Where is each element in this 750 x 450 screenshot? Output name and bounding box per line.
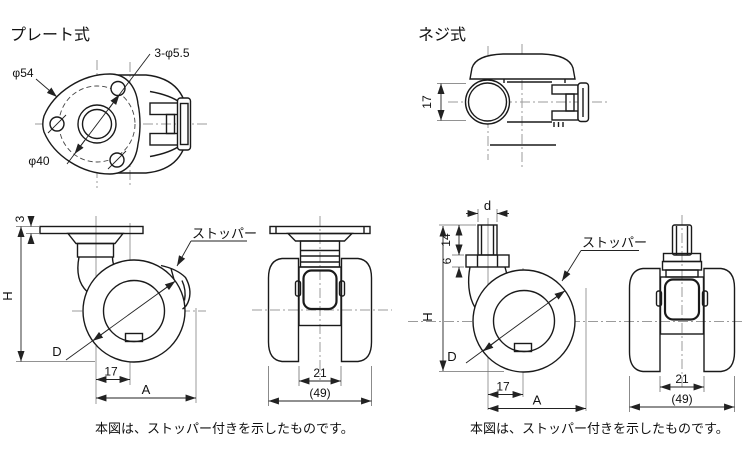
plate-side: [39, 225, 144, 235]
wheel-dia-line: [465, 290, 566, 364]
dim-label-nut-height: 6: [440, 257, 454, 264]
hub-clip-left: [655, 290, 663, 307]
fork-connector: [165, 113, 176, 135]
stopper-leader: [176, 240, 192, 267]
wheel-dome-top: [469, 53, 576, 80]
hub-boss: [302, 269, 338, 311]
dim-label-overall-width: (49): [671, 392, 692, 406]
dim-label-body-height: 17: [420, 95, 434, 109]
stopper-pedal: [160, 264, 191, 310]
wheel-dia-arrow: [92, 328, 110, 342]
wheel-dia-line: [65, 280, 176, 361]
wheel-dia-arrow: [158, 280, 176, 294]
plate-dia-leader: [35, 78, 58, 98]
plate-front-view: 21 (49): [252, 216, 392, 406]
dim-label-thread-length: 14: [439, 233, 453, 247]
dim-label-hub-width: 21: [313, 366, 327, 380]
dim-label-plate-thickness: 3: [13, 215, 27, 222]
fork-leg-right: [504, 266, 508, 273]
screw-note: 本図は、ストッパー付きを示したものです。: [470, 421, 729, 436]
fork-leg-left: [77, 256, 88, 293]
plate-title: プレート式: [10, 26, 90, 44]
stopper-notch: [170, 268, 175, 280]
screw-side-view: d 14 6 H D ストッパー 17 A: [408, 198, 745, 413]
fork-leg-left: [467, 266, 476, 308]
twin-wheel-right: [703, 267, 736, 373]
dim-label-wheel-diameter: D: [447, 349, 456, 364]
dim-label-length: A: [142, 382, 151, 397]
bolt-circle: [58, 85, 136, 163]
wheel-gap-arc-bottom: [149, 144, 182, 158]
dim-label-bolt-circle: φ40: [28, 154, 49, 168]
swivel-neck: [286, 232, 354, 242]
stopper-pedal-inner: [181, 280, 186, 301]
plate-top-view: 3-φ5.5 φ54 φ40: [12, 46, 207, 188]
plate-hole-top: [110, 80, 126, 97]
hole-slash: [107, 150, 127, 170]
swivel-stem: [76, 242, 115, 258]
dim-label-length: A: [533, 393, 542, 408]
twin-wheel-right: [340, 257, 373, 363]
dim-label-wheel-diameter: D: [52, 344, 61, 359]
plate-note: 本図は、ストッパー付きを示したものです。: [95, 421, 354, 436]
dim-label-height: H: [420, 312, 435, 321]
plate-side-view: ストッパー 3 H D 17 A: [0, 215, 257, 404]
dim-label-offset: 17: [496, 380, 510, 394]
wheel-gap-arc-top: [149, 90, 182, 104]
stopper-leader: [561, 250, 582, 282]
arrow-hole: [107, 94, 120, 111]
axle-boss: [513, 342, 533, 353]
stopper-label: ストッパー: [582, 235, 647, 250]
wheel-dia-arrow: [482, 338, 500, 352]
stem-boss-inner: [467, 82, 508, 122]
fork-bar-bottom: [149, 132, 179, 146]
threaded-stem: [671, 224, 693, 256]
fork-connector: [565, 93, 575, 112]
dim-label-hole-spec: 3-φ5.5: [154, 46, 189, 60]
hub-boss: [663, 278, 701, 321]
screw-front-view: 21 (49): [628, 215, 736, 412]
twin-wheel-left: [628, 267, 661, 373]
dim-label-overall-width: (49): [309, 386, 330, 400]
swivel-ring-inner: [81, 108, 113, 140]
fork-bar-bottom: [551, 110, 579, 121]
swivel-neck: [66, 232, 125, 245]
screw-title: ネジ式: [418, 26, 466, 44]
fork-bar-top: [551, 84, 579, 95]
hole-slash: [47, 114, 67, 134]
stopper-label: ストッパー: [192, 226, 257, 241]
arrow-bolt-circle: [74, 139, 86, 155]
dim-label-height: H: [0, 291, 15, 300]
fork-cap-inner: [179, 102, 189, 146]
dim-label-thread-dia: d: [484, 198, 491, 213]
dim-label-hub-width: 21: [675, 372, 689, 386]
axle-boss: [124, 332, 144, 343]
hex-nut: [465, 254, 510, 268]
wheel-dia-arrow: [548, 290, 566, 303]
dim-label-offset: 17: [104, 365, 118, 379]
plate-section: プレート式 3-φ5: [0, 26, 392, 436]
screw-section: ネジ式 17: [408, 26, 745, 436]
stem-boss-outer: [464, 79, 511, 125]
swivel-ring-outer: [77, 104, 117, 144]
dim-label-plate-diameter: φ54: [12, 66, 33, 80]
hub-clip-right: [701, 290, 709, 307]
twin-wheel-left: [267, 257, 300, 363]
screw-top-view: 17: [420, 44, 608, 168]
fork-bar-top: [149, 102, 179, 116]
